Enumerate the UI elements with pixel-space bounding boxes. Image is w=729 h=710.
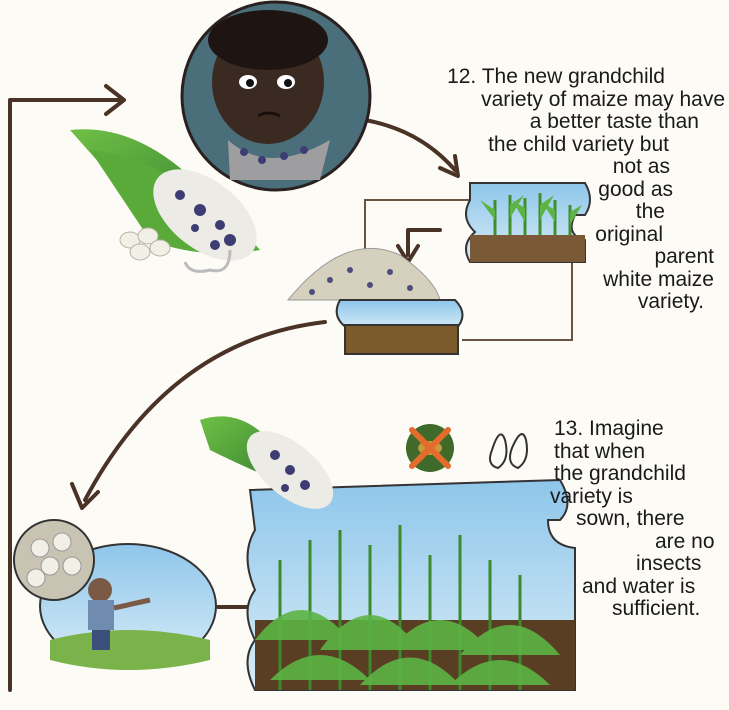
step-13-line: are no	[520, 531, 725, 554]
step-12-line: original	[395, 224, 729, 247]
step-13-line: variety is	[520, 486, 725, 509]
step-12-line: variety.	[395, 291, 729, 314]
step-13-line: insects	[520, 553, 725, 576]
step-12-line: good as	[395, 179, 729, 202]
woman-portrait-icon	[182, 2, 370, 190]
crossed-insect-icon	[406, 424, 454, 472]
step-12-line: not as	[395, 156, 729, 179]
step-12-line: the child variety but	[395, 134, 729, 157]
step-13-line: and water is	[520, 576, 725, 599]
step-13-line: sufficient.	[520, 598, 725, 621]
farmer-sowing-icon	[14, 520, 216, 670]
step-12-line: the	[395, 201, 729, 224]
step-13-line: the grandchild	[520, 463, 725, 486]
step-12-line: a better taste than	[395, 111, 729, 134]
step-12-caption: 12. The new grandchild variety of maize …	[395, 66, 729, 314]
step-12-line: 12. The new grandchild	[395, 66, 729, 89]
step-12-line: variety of maize may have	[395, 89, 729, 112]
step-13-line: sown, there	[520, 508, 725, 531]
step-13-line: that when	[520, 441, 725, 464]
step-13-line: 13. Imagine	[520, 418, 725, 441]
step-12-line: white maize	[395, 269, 729, 292]
step-12-line: parent	[395, 246, 729, 269]
maize-field-icon	[200, 416, 575, 690]
step-13-caption: 13. Imagine that when the grandchild var…	[520, 418, 725, 621]
